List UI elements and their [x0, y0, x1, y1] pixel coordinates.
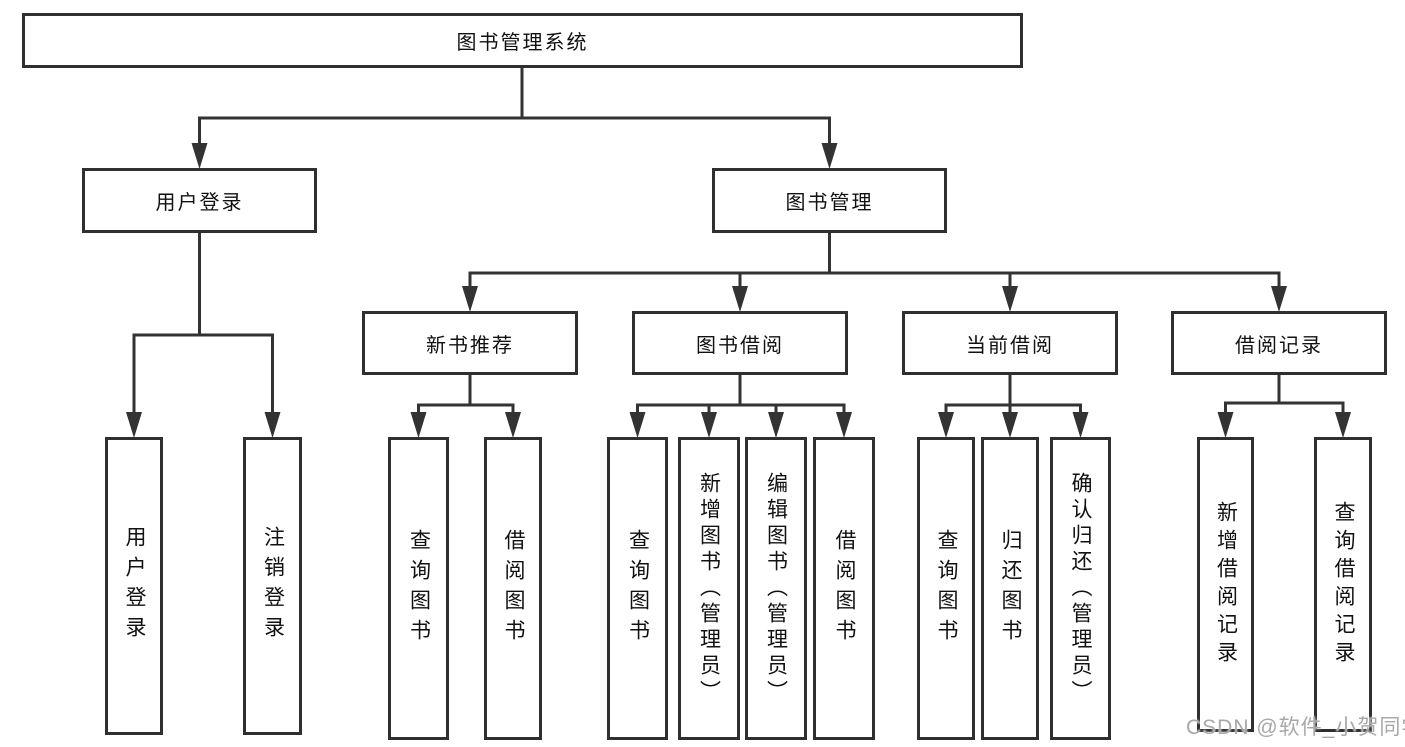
- arrowhead-icon: [938, 412, 954, 438]
- arrowhead-icon: [629, 412, 646, 438]
- arrowhead-icon: [191, 143, 208, 169]
- arrowhead-icon: [821, 143, 838, 169]
- connector-newbookrec-to-children: [417, 375, 515, 414]
- arrowhead-icon: [768, 412, 784, 438]
- connector-root-to-level2: [198, 68, 831, 146]
- node-records-query-record: 查询借阅记录: [1314, 437, 1372, 732]
- arrowhead-icon: [462, 286, 478, 312]
- arrowheads-group: [126, 143, 1351, 438]
- connector-bookmgmt-to-level3: [468, 233, 1281, 288]
- node-new-book-recommendation: 新书推荐: [362, 311, 578, 375]
- node-book-borrowing: 图书借阅: [632, 311, 848, 375]
- node-borrowing-records: 借阅记录: [1171, 311, 1387, 375]
- arrowhead-icon: [732, 286, 748, 312]
- arrowhead-icon: [1217, 412, 1234, 438]
- node-records-add-record: 新增借阅记录: [1197, 437, 1254, 732]
- connector-userlogin-to-children: [132, 233, 274, 414]
- arrowhead-icon: [836, 412, 852, 438]
- connector-bookborrow-to-children: [636, 375, 846, 414]
- node-borrowmod-query-books: 查询图书: [607, 437, 668, 740]
- node-current-confirm-return-admin: 确认归还（管理员）: [1050, 437, 1111, 740]
- node-current-return-books: 归还图书: [981, 437, 1039, 740]
- node-logout-action: 注销登录: [243, 437, 302, 735]
- node-newbook-query-books: 查询图书: [388, 437, 449, 740]
- node-current-query-books: 查询图书: [917, 437, 975, 740]
- connector-borrowrecords-to-children: [1224, 375, 1345, 414]
- arrowhead-icon: [264, 412, 281, 438]
- arrowhead-icon: [1002, 286, 1018, 312]
- arrowhead-icon: [1335, 412, 1351, 438]
- node-borrowmod-borrow-books: 借阅图书: [813, 437, 875, 740]
- node-borrowmod-edit-books-admin: 编辑图书（管理员）: [745, 437, 807, 740]
- node-root-system: 图书管理系统: [22, 13, 1023, 68]
- arrowhead-icon: [1002, 412, 1018, 438]
- node-borrowmod-add-books-admin: 新增图书（管理员）: [678, 437, 740, 740]
- node-current-borrowing: 当前借阅: [902, 311, 1118, 375]
- arrowhead-icon: [1072, 412, 1089, 438]
- csdn-watermark: CSDN @软件_小贺同学: [1186, 716, 1405, 739]
- node-user-login-action: 用户登录: [105, 437, 163, 735]
- node-book-management-module: 图书管理: [712, 168, 947, 233]
- node-newbook-borrow-books: 借阅图书: [484, 437, 542, 740]
- arrowhead-icon: [1271, 286, 1287, 312]
- arrowhead-icon: [701, 412, 717, 438]
- arrowhead-icon: [410, 412, 427, 438]
- arrowhead-icon: [505, 412, 521, 438]
- connector-currentborrow-to-children: [944, 375, 1082, 414]
- arrowhead-icon: [126, 412, 142, 438]
- node-user-login-module: 用户登录: [82, 168, 317, 233]
